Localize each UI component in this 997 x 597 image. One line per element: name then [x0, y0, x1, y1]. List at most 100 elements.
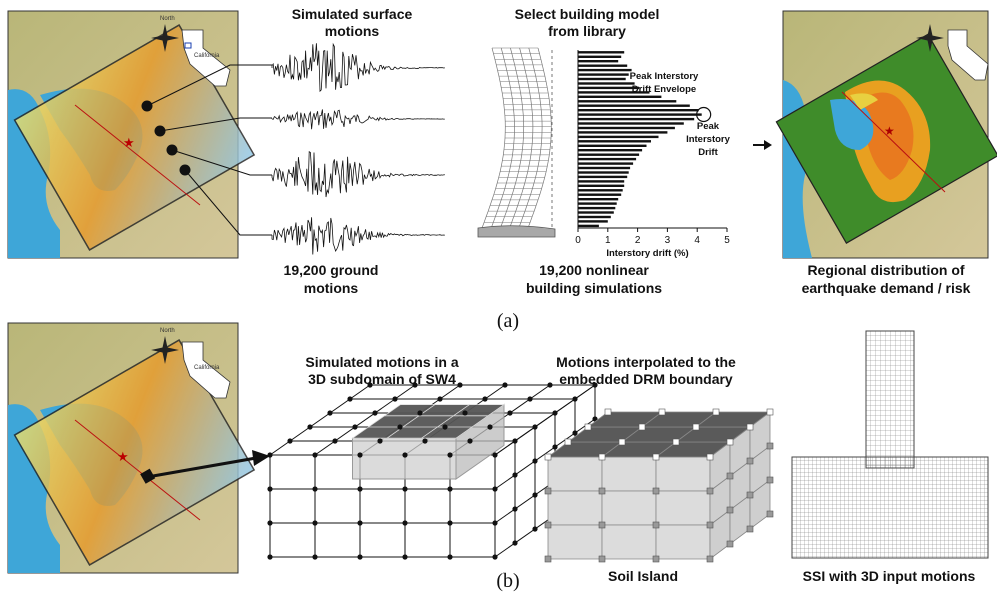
drm-node: [652, 521, 660, 529]
x-tick-label: 5: [724, 235, 730, 246]
drift-bar: [578, 135, 659, 139]
regional-risk-map: ★: [775, 10, 997, 259]
grid-node: [592, 382, 598, 388]
drm-node: [746, 457, 754, 465]
soil-island-block: [544, 408, 774, 563]
interpolation-title: Motions interpolated to the: [556, 354, 736, 370]
drift-bar: [578, 175, 628, 179]
building-title: Select building model: [515, 6, 660, 22]
grid-node: [412, 382, 418, 388]
building-caption: 19,200 nonlinear: [539, 262, 649, 278]
x-tick-label: 3: [665, 235, 671, 246]
grid-node: [512, 438, 518, 444]
grid-node: [397, 424, 403, 430]
grid-node: [312, 520, 318, 526]
grid-node: [267, 486, 273, 492]
drm-node: [672, 438, 680, 446]
drm-node: [598, 453, 606, 461]
drift-bar: [578, 122, 684, 125]
drift-bar: [578, 198, 619, 201]
drift-bar: [578, 144, 647, 147]
building-caption: building simulations: [526, 280, 662, 296]
grid-node: [457, 382, 463, 388]
grid-node: [402, 520, 408, 526]
drift-bar: [578, 126, 675, 130]
grid-node: [357, 554, 363, 560]
drm-node: [638, 423, 646, 431]
map-north-label: North: [160, 328, 175, 334]
drm-node: [544, 521, 552, 529]
grid-node: [512, 472, 518, 478]
drm-node: [746, 423, 754, 431]
bay-area-map-b: ★ North California: [7, 322, 256, 574]
subdomain-title: 3D subdomain of SW4: [308, 371, 456, 387]
grid-node: [492, 486, 498, 492]
drift-bar: [578, 68, 632, 72]
drift-bar: [578, 55, 622, 58]
drm-node: [726, 506, 734, 514]
grid-node: [447, 452, 453, 458]
drm-node: [604, 408, 612, 416]
drift-bar: [578, 64, 628, 67]
grid-node: [512, 506, 518, 512]
drm-node: [598, 521, 606, 529]
panel-label-b: (b): [496, 570, 519, 592]
panel-label-a: (a): [497, 310, 519, 332]
arrow-to-subdomain: [152, 450, 270, 478]
grid-node: [552, 444, 558, 450]
waveform-trace: [271, 217, 445, 255]
grid-node: [437, 396, 443, 402]
drm-node: [706, 521, 714, 529]
peak-drift-marker: [696, 106, 712, 123]
grid-node: [267, 554, 273, 560]
envelope-label: Peak Interstory: [630, 71, 699, 82]
surface-motions-title: motions: [325, 23, 380, 39]
drift-bar: [578, 60, 619, 63]
drift-bar: [578, 100, 677, 103]
drift-bar: [578, 184, 625, 187]
regional-caption: earthquake demand / risk: [802, 280, 971, 296]
waveform-trace: [271, 150, 445, 198]
grid-node: [357, 452, 363, 458]
envelope-label: Drift Envelope: [632, 84, 696, 95]
drift-bar: [578, 140, 651, 143]
grid-node: [467, 438, 473, 444]
ssi-model-mesh: [791, 330, 989, 559]
ground-motions-caption: 19,200 ground: [284, 262, 379, 278]
drm-node: [544, 487, 552, 495]
drm-node: [692, 423, 700, 431]
ground-motions-caption: motions: [304, 280, 359, 296]
drift-bar: [578, 104, 690, 107]
grid-node: [307, 424, 313, 430]
drm-node: [598, 487, 606, 495]
grid-node: [402, 486, 408, 492]
compass-rose-icon: [151, 24, 179, 52]
drift-bar: [578, 109, 699, 112]
california-inset: California: [181, 341, 231, 399]
compass-rose-icon: [151, 336, 179, 364]
compass-rose-icon: [916, 24, 944, 52]
peak-drift-label: Interstory: [686, 134, 731, 145]
grid-node: [527, 396, 533, 402]
grid-node: [547, 382, 553, 388]
drm-node: [726, 540, 734, 548]
grid-node: [447, 554, 453, 560]
drift-bar: [578, 193, 622, 196]
bay-area-map-a: ★ North California: [7, 10, 256, 259]
grid-node: [417, 410, 423, 416]
drift-bar: [578, 215, 611, 219]
soil-island-caption: Soil Island: [608, 568, 678, 584]
grid-node: [532, 526, 538, 532]
surface-motions-title: Simulated surface: [292, 6, 413, 22]
grid-node: [532, 424, 538, 430]
grid-node: [482, 396, 488, 402]
building-title: from library: [548, 23, 626, 39]
grid-node: [572, 430, 578, 436]
drm-node: [598, 555, 606, 563]
grid-node: [392, 396, 398, 402]
peak-drift-label: Peak: [697, 121, 720, 132]
peak-drift-label: Drift: [698, 147, 718, 158]
grid-node: [267, 452, 273, 458]
drift-bar: [578, 171, 629, 174]
